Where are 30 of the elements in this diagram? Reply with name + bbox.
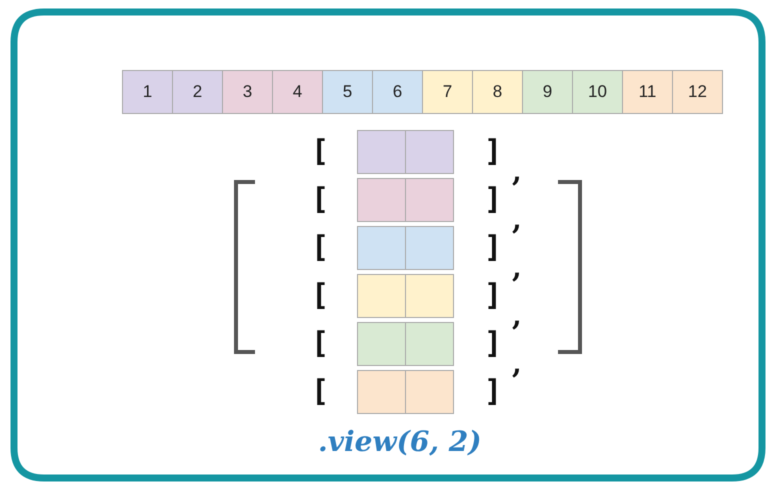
closing-bracket: ]: [484, 279, 502, 313]
opening-bracket: [: [311, 327, 330, 361]
comma: ,: [512, 158, 522, 186]
tensor-cell: 1: [122, 70, 173, 114]
tensor-cell: 2: [172, 70, 223, 114]
tensor-cell: 10: [572, 70, 623, 114]
comma: ,: [512, 254, 522, 282]
comma: ,: [512, 350, 522, 378]
tensor-cell: 6: [372, 70, 423, 114]
opening-bracket: [: [311, 183, 330, 217]
opening-bracket: [: [311, 135, 330, 169]
closing-bracket: ]: [484, 231, 502, 265]
tensor-cell: 7: [422, 70, 473, 114]
tensor-cell: 5: [322, 70, 373, 114]
tensor-cell: 12: [672, 70, 723, 114]
closing-bracket: ]: [484, 135, 502, 169]
tensor-cell: 3: [222, 70, 273, 114]
tensor-cell: 4: [272, 70, 323, 114]
closing-bracket: ]: [484, 183, 502, 217]
method-call: .view(6, 2): [318, 425, 482, 458]
opening-bracket: [: [311, 279, 330, 313]
tensor-cell: 11: [622, 70, 673, 114]
closing-bracket: ]: [484, 375, 502, 409]
comma: ,: [512, 302, 522, 330]
opening-bracket: [: [311, 375, 330, 409]
comma: ,: [512, 206, 522, 234]
tensor-cell: 8: [472, 70, 523, 114]
tensor-cell: 9: [522, 70, 573, 114]
closing-bracket: ]: [484, 327, 502, 361]
opening-bracket: [: [311, 231, 330, 265]
